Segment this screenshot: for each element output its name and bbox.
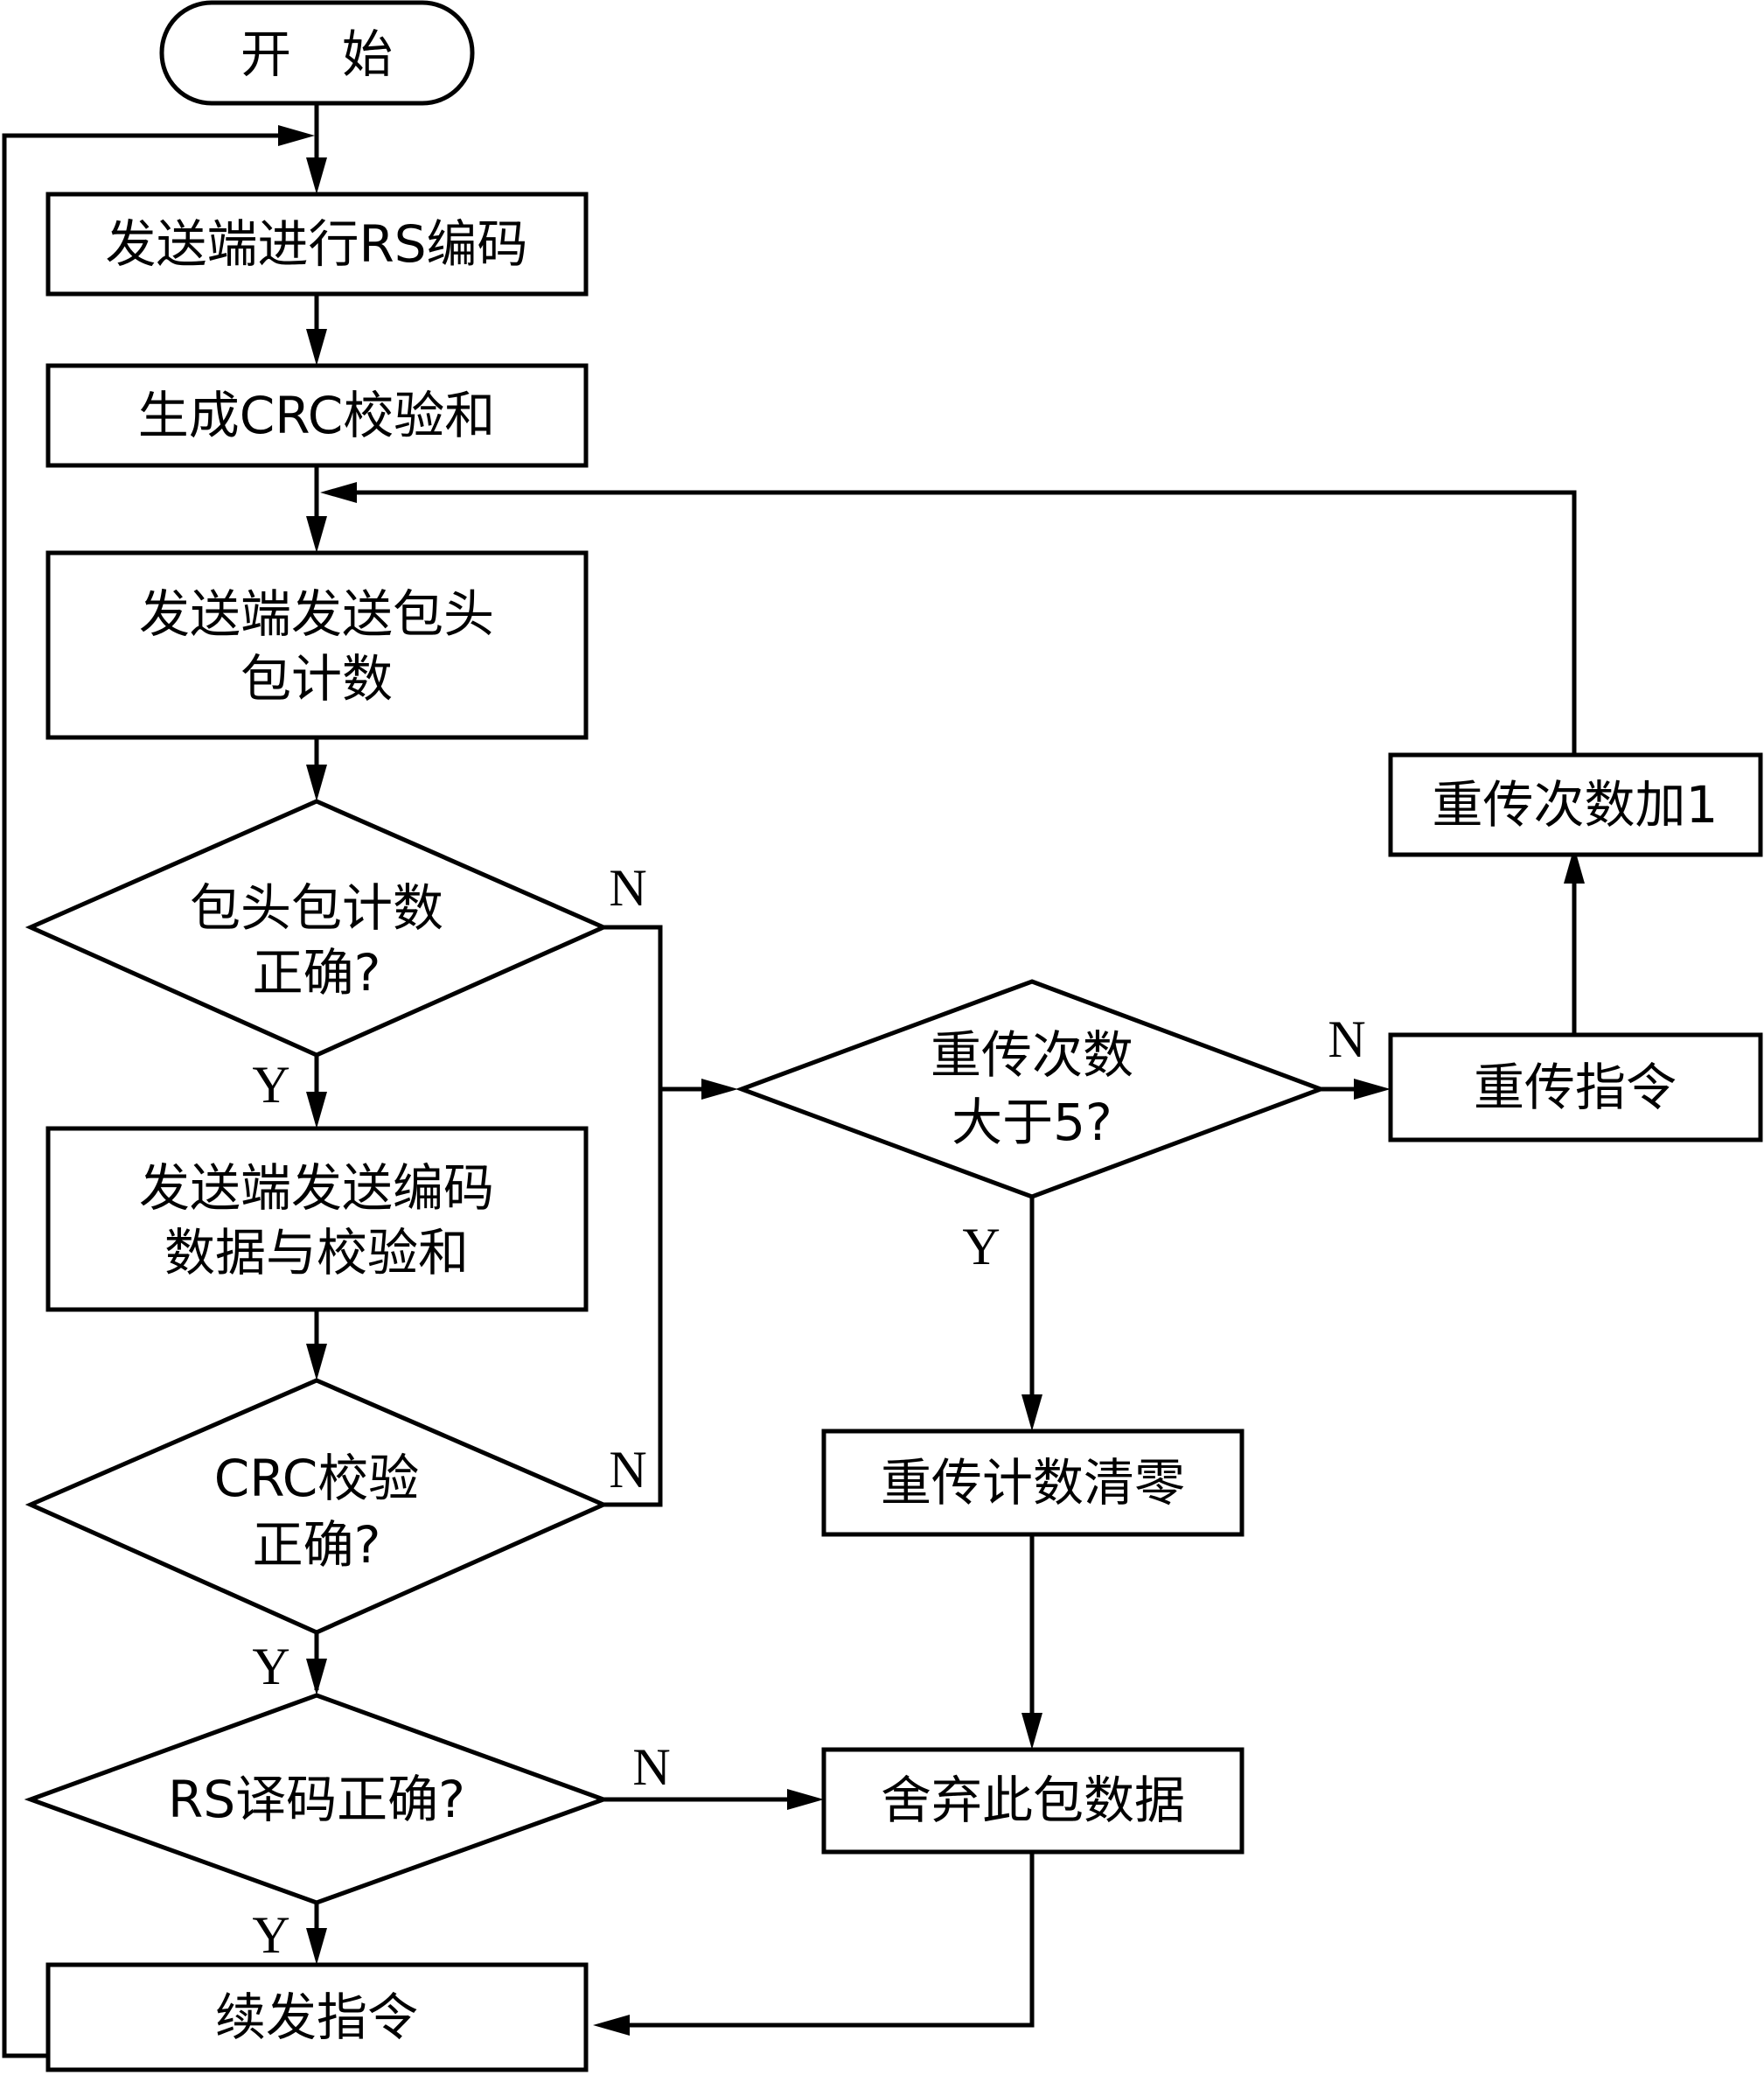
node-rs-encode-label: 发送端进行RS编码 xyxy=(105,214,527,274)
edge-continue-loop xyxy=(2,133,289,2058)
arrow-up-inc xyxy=(1564,847,1585,884)
label-no-headcheck: N xyxy=(609,859,646,917)
arrow-down-continue xyxy=(306,1928,327,1965)
label-no-retry: N xyxy=(1328,1010,1365,1068)
arrow-left-inc-loop xyxy=(320,482,357,503)
node-send-data: 发送端发送编码 数据与校验和 xyxy=(45,1126,589,1312)
arrow-down-encode xyxy=(306,157,327,194)
node-head-check-line2: 正确? xyxy=(253,943,381,1003)
node-gen-crc: 生成CRC校验和 xyxy=(45,363,589,468)
node-crc-check-line2: 正确? xyxy=(253,1515,381,1575)
arrow-down-crccheck xyxy=(306,1344,327,1380)
node-retry-reset-label: 重传计数清零 xyxy=(881,1453,1185,1513)
arrow-right-retry-decision xyxy=(701,1079,738,1100)
node-discard-label: 舍弃此包数据 xyxy=(881,1771,1185,1830)
node-retry-inc-label: 重传次数加1 xyxy=(1433,775,1719,835)
node-gen-crc-label: 生成CRC校验和 xyxy=(138,386,495,445)
label-yes-rscheck: Y xyxy=(252,1906,289,1964)
arrow-down-headcheck xyxy=(306,765,327,801)
node-start: 开 始 xyxy=(159,0,475,106)
connectors xyxy=(2,103,1577,2058)
arrow-right-discard xyxy=(787,1789,824,1810)
label-yes-headcheck: Y xyxy=(252,1056,289,1114)
label-no-rscheck: N xyxy=(632,1738,670,1796)
arrow-left-continue xyxy=(593,2015,630,2036)
arrow-down-sendhead xyxy=(306,516,327,553)
edge-discard-to-continue xyxy=(630,1852,1035,2028)
arrow-down-senddata xyxy=(306,1092,327,1128)
node-crc-check-line1: CRC校验 xyxy=(214,1449,419,1508)
branch-labels: N Y N Y N Y N Y xyxy=(252,859,1365,1964)
node-resend-cmd: 重传指令 xyxy=(1388,1032,1763,1142)
arrowheads xyxy=(278,125,1585,2036)
node-retry-check-line1: 重传次数 xyxy=(931,1025,1133,1085)
node-continue-cmd: 续发指令 xyxy=(45,1962,589,2072)
node-send-data-line2: 数据与校验和 xyxy=(164,1223,469,1282)
node-send-data-line1: 发送端发送编码 xyxy=(139,1158,494,1218)
node-retry-check: 重传次数 大于5? xyxy=(735,979,1328,1199)
arrow-right-loop-top xyxy=(278,125,315,146)
arrow-down-crc xyxy=(306,329,327,366)
arrow-down-reset xyxy=(1021,1394,1042,1431)
node-discard: 舍弃此包数据 xyxy=(821,1747,1245,1855)
edge-inc-loop xyxy=(350,490,1577,755)
node-head-check: 包头包计数 正确? xyxy=(24,799,610,1058)
node-start-label: 开 始 xyxy=(241,24,393,84)
node-rs-check: RS译码正确? xyxy=(24,1693,610,1905)
node-retry-inc: 重传次数加1 xyxy=(1388,752,1763,857)
node-resend-cmd-label: 重传指令 xyxy=(1474,1058,1677,1117)
edge-headcheck-no xyxy=(603,925,663,1507)
label-no-crccheck: N xyxy=(609,1441,646,1499)
arrow-down-rscheck xyxy=(306,1659,327,1695)
node-rs-encode: 发送端进行RS编码 xyxy=(45,192,589,297)
node-rs-check-label: RS译码正确? xyxy=(168,1770,465,1829)
node-retry-check-line2: 大于5? xyxy=(952,1093,1112,1152)
arrow-right-resend xyxy=(1354,1079,1391,1100)
label-yes-crccheck: Y xyxy=(252,1638,289,1695)
node-continue-cmd-label: 续发指令 xyxy=(215,1988,418,2047)
node-retry-reset: 重传计数清零 xyxy=(821,1429,1245,1537)
node-crc-check: CRC校验 正确? xyxy=(24,1378,610,1635)
arrow-down-discard xyxy=(1021,1713,1042,1750)
node-send-head-line1: 发送端发送包头 xyxy=(139,584,494,644)
node-send-head: 发送端发送包头 包计数 xyxy=(45,550,589,740)
label-yes-retry: Y xyxy=(962,1218,1000,1275)
node-send-head-line2: 包计数 xyxy=(241,649,393,709)
node-head-check-line1: 包头包计数 xyxy=(190,878,443,938)
